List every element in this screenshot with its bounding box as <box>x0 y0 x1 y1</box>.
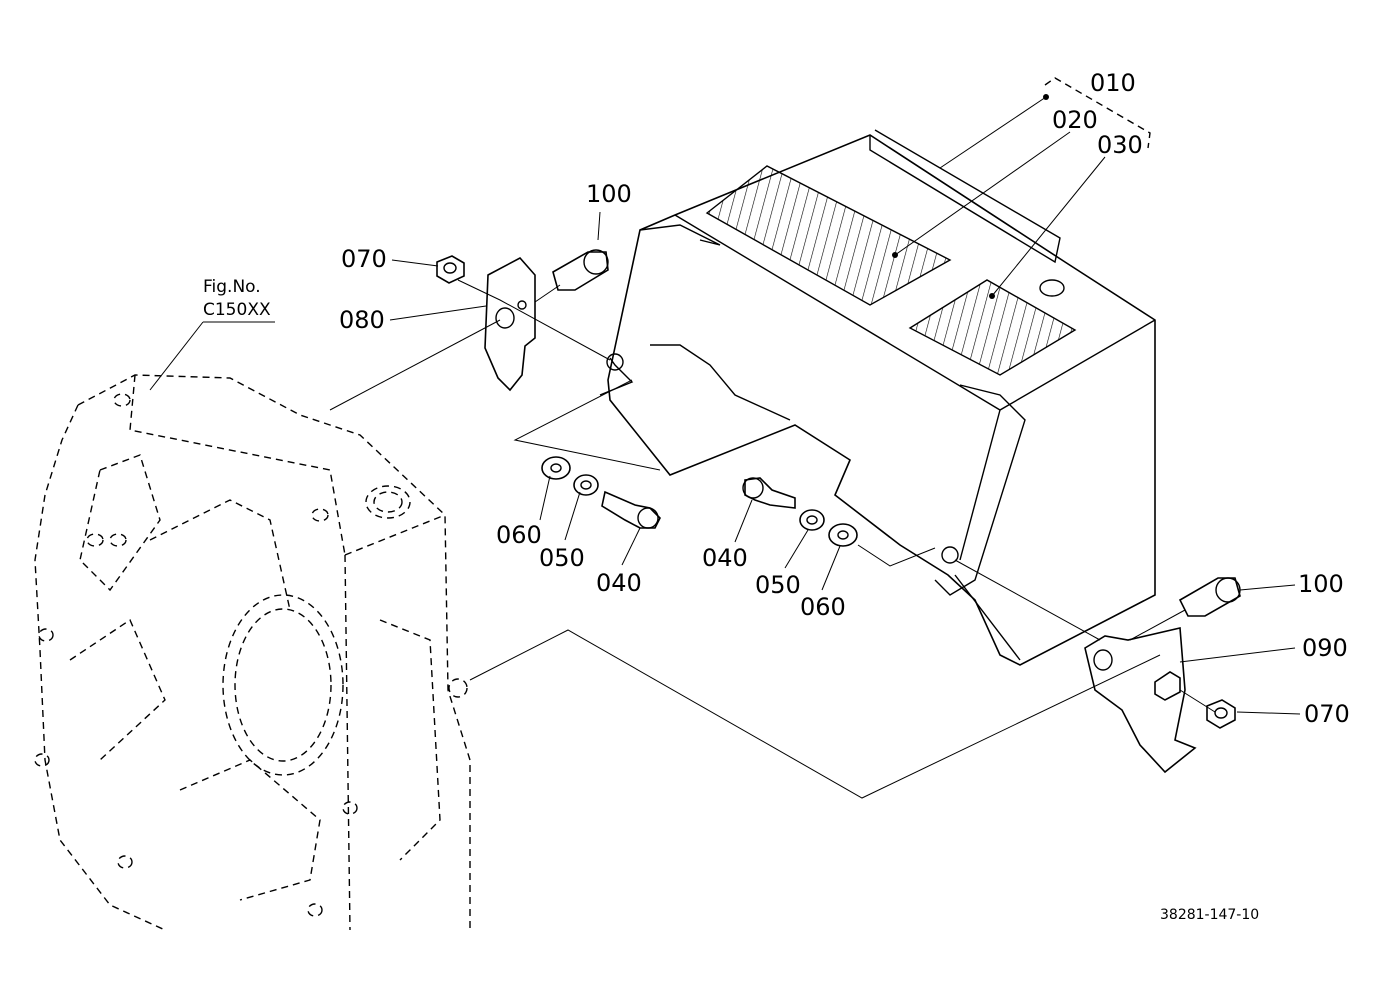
washer-060-left <box>541 456 571 480</box>
cover-assembly <box>599 129 1156 666</box>
callout-060-left: 060 <box>496 521 542 549</box>
bolt-100-right <box>1178 577 1241 617</box>
washer-050-left <box>573 474 599 496</box>
callout-090: 090 <box>1302 634 1348 662</box>
assembly-lines <box>149 77 1301 799</box>
callout-080: 080 <box>339 306 385 334</box>
bolt-040-right <box>742 477 796 509</box>
callout-050-right: 050 <box>755 571 801 599</box>
bolt-100-top <box>552 249 609 291</box>
callout-020: 020 <box>1052 106 1098 134</box>
callout-030: 030 <box>1097 131 1143 159</box>
callout-labels: 010 020 030 100 070 080 060 050 040 040 … <box>339 69 1350 728</box>
transmission-housing <box>34 374 471 931</box>
callout-070-right: 070 <box>1304 700 1350 728</box>
bracket-090 <box>1084 627 1197 774</box>
nut-070-left <box>436 255 465 284</box>
callout-010: 010 <box>1090 69 1136 97</box>
callout-100-right: 100 <box>1298 570 1344 598</box>
drawing-number: 38281-147-10 <box>1160 907 1259 923</box>
callout-040-left: 040 <box>596 569 642 597</box>
callout-070-left: 070 <box>341 245 387 273</box>
figure-reference-label: Fig.No. <box>203 277 261 297</box>
bolt-040-left <box>601 490 661 529</box>
callout-060-right: 060 <box>800 593 846 621</box>
figure-reference: Fig.No. C150XX <box>203 277 271 320</box>
callout-100-top: 100 <box>586 180 632 208</box>
washer-060-right <box>828 523 858 547</box>
figure-reference-code: C150XX <box>203 300 271 320</box>
nut-070-right <box>1206 699 1236 729</box>
callout-040-right: 040 <box>702 544 748 572</box>
callout-050-left: 050 <box>539 544 585 572</box>
washer-050-right <box>799 509 825 531</box>
bracket-080 <box>484 256 536 392</box>
